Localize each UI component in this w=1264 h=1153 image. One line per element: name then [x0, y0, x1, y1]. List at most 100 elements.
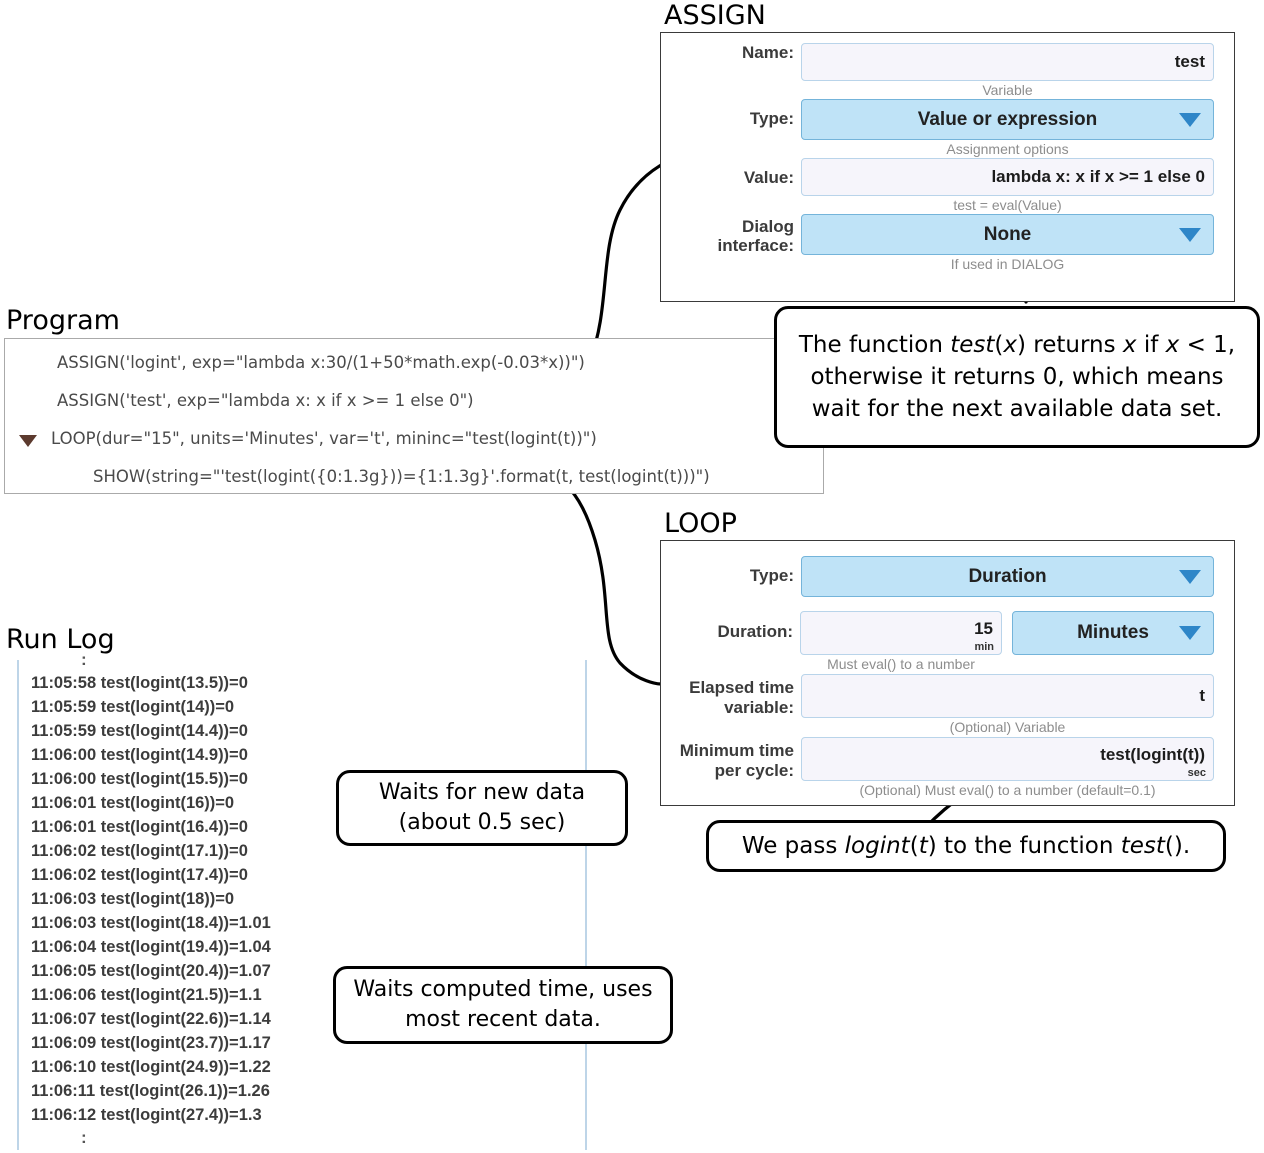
log-line: 11:06:01 test(logint(16))=0: [31, 794, 235, 812]
callout-waits-computed: Waits computed time, uses most recent da…: [333, 966, 673, 1044]
log-line: 11:06:09 test(logint(23.7))=1.17: [31, 1034, 271, 1052]
assign-panel: Name: test Variable Type: Value or expre…: [660, 32, 1235, 302]
runlog-lines: 11:05:58 test(logint(13.5))=0 11:05:59 t…: [31, 671, 271, 1127]
log-line: 11:06:03 test(logint(18))=0: [31, 890, 235, 908]
runlog-section-title: Run Log: [6, 624, 115, 655]
assign-row-dialog: Dialog interface: None If used in DIALOG: [661, 214, 1214, 273]
program-line-text: ASSIGN('test', exp="lambda x: x if x >= …: [57, 391, 474, 410]
program-line-4[interactable]: SHOW(string="'test(logint({0:1.3g}))={1:…: [93, 467, 710, 486]
loop-mininc-value: test(logint(t)): [1100, 744, 1205, 764]
loop-duration-value: 15: [974, 618, 993, 638]
assign-row-value: Value: lambda x: x if x >= 1 else 0 test…: [661, 158, 1214, 214]
loop-mininc-hint: (Optional) Must eval() to a number (defa…: [859, 782, 1156, 798]
loop-mininc-unit: sec: [1187, 767, 1206, 779]
log-line: 11:06:02 test(logint(17.1))=0: [31, 842, 248, 860]
loop-type-label: Type:: [749, 566, 794, 585]
callout-test-function-line2: otherwise it returns 0, which means: [810, 364, 1224, 390]
loop-duration-unit: min: [974, 641, 994, 653]
loop-type-value: Duration: [968, 565, 1047, 587]
assign-row-type: Type: Value or expression Assignment opt…: [661, 99, 1214, 158]
loop-duration-units-select[interactable]: Minutes: [1012, 611, 1214, 655]
program-line-text: ASSIGN('logint', exp="lambda x:30/(1+50*…: [57, 353, 585, 372]
loop-row-elapsed: Elapsed time variable: t (Optional) Vari…: [661, 674, 1214, 736]
program-line-2[interactable]: ASSIGN('test', exp="lambda x: x if x >= …: [57, 391, 474, 410]
callout-test-function: The function test(x) returns x if x < 1,…: [774, 306, 1260, 448]
program-line-3[interactable]: LOOP(dur="15", units='Minutes', var='t',…: [51, 429, 597, 448]
program-panel: ASSIGN('logint', exp="lambda x:30/(1+50*…: [4, 338, 824, 494]
loop-row-type: Type: Duration: [661, 556, 1214, 598]
assign-dialog-label: Dialog interface:: [717, 217, 794, 255]
assign-name-input[interactable]: test: [801, 43, 1214, 81]
chevron-down-icon[interactable]: [1179, 227, 1201, 242]
assign-section-title: ASSIGN: [664, 0, 766, 31]
callout-waits-new-data-line2: (about 0.5 sec): [398, 810, 566, 835]
log-line: 11:05:59 test(logint(14.4))=0: [31, 722, 248, 740]
loop-elapsed-value: t: [1199, 686, 1205, 705]
runlog-top-ellipsis: :: [81, 650, 87, 669]
loop-elapsed-label-text: Elapsed time variable:: [689, 678, 794, 717]
assign-value-label: Value:: [743, 168, 794, 187]
assign-type-select[interactable]: Value or expression: [801, 99, 1214, 140]
assign-value-hint: test = eval(Value): [953, 197, 1062, 213]
loop-duration-units-value: Minutes: [1077, 622, 1149, 643]
chevron-down-icon[interactable]: [1179, 626, 1201, 640]
assign-type-label: Type:: [749, 109, 794, 128]
callout-test-function-line1: The function test(x) returns x if x < 1,: [798, 332, 1236, 358]
loop-mininc-label-text: Minimum time per cycle:: [679, 741, 794, 780]
callout-waits-computed-line1: Waits computed time, uses: [353, 977, 653, 1002]
log-line: 11:06:00 test(logint(15.5))=0: [31, 770, 248, 788]
log-line: 11:06:07 test(logint(22.6))=1.14: [31, 1010, 271, 1028]
log-line: 11:06:05 test(logint(20.4))=1.07: [31, 962, 271, 980]
callout-waits-computed-line2: most recent data.: [405, 1007, 601, 1032]
loop-duration-input[interactable]: 15 min: [800, 611, 1002, 655]
chevron-down-icon[interactable]: [1179, 112, 1201, 127]
collapse-triangle-icon[interactable]: [19, 435, 37, 447]
program-line-1[interactable]: ASSIGN('logint', exp="lambda x:30/(1+50*…: [57, 353, 585, 372]
assign-name-label: Name:: [742, 43, 794, 62]
log-line: 11:06:11 test(logint(26.1))=1.26: [31, 1082, 270, 1100]
loop-type-select[interactable]: Duration: [801, 556, 1214, 597]
assign-dialog-hint: If used in DIALOG: [950, 256, 1065, 272]
program-line-text: LOOP(dur="15", units='Minutes', var='t',…: [51, 429, 597, 448]
log-line: 11:06:12 test(logint(27.4))=1.3: [31, 1106, 262, 1124]
callout-test-function-line3: wait for the next available data set.: [811, 396, 1223, 422]
callout-waits-new-data-line1: Waits for new data: [378, 780, 586, 805]
program-section-title: Program: [6, 305, 120, 336]
loop-row-duration: Duration: 15 min Minutes Must eval() to …: [661, 611, 1214, 673]
program-line-text: SHOW(string="'test(logint({0:1.3g}))={1:…: [93, 467, 710, 486]
log-line: 11:06:04 test(logint(19.4))=1.04: [31, 938, 271, 956]
assign-type-value: Value or expression: [917, 108, 1098, 130]
loop-mininc-label: Minimum time per cycle:: [661, 737, 801, 781]
assign-name-hint: Variable: [982, 82, 1033, 98]
assign-value-value: lambda x: x if x >= 1 else 0: [991, 167, 1205, 186]
callout-pass-logint-text: We pass logint(t) to the function test()…: [741, 833, 1191, 859]
log-line: 11:05:59 test(logint(14))=0: [31, 698, 235, 716]
assign-row-name: Name: test Variable: [661, 43, 1214, 99]
loop-row-mininc: Minimum time per cycle: test(logint(t)) …: [661, 737, 1214, 799]
chevron-down-icon[interactable]: [1179, 569, 1201, 584]
assign-name-value: test: [1174, 52, 1205, 71]
loop-elapsed-input[interactable]: t: [801, 674, 1214, 718]
assign-type-hint: Assignment options: [946, 141, 1069, 157]
log-line: 11:06:03 test(logint(18.4))=1.01: [31, 914, 271, 932]
log-line: 11:06:00 test(logint(14.9))=0: [31, 746, 248, 764]
callout-pass-logint: We pass logint(t) to the function test()…: [706, 820, 1226, 872]
log-line: 11:06:10 test(logint(24.9))=1.22: [31, 1058, 271, 1076]
runlog-bottom-ellipsis: :: [81, 1128, 87, 1147]
log-line: 11:05:58 test(logint(13.5))=0: [31, 674, 248, 692]
log-line: 11:06:02 test(logint(17.4))=0: [31, 866, 248, 884]
loop-panel: Type: Duration Duration: 15 min Minutes: [660, 540, 1235, 806]
loop-mininc-input[interactable]: test(logint(t)) sec: [801, 737, 1214, 781]
runlog-panel[interactable]: : 11:05:58 test(logint(13.5))=0 11:05:59…: [17, 651, 587, 1150]
loop-section-title: LOOP: [664, 508, 737, 539]
loop-type-hint: [801, 597, 1214, 598]
assign-dialog-select[interactable]: None: [801, 214, 1214, 255]
log-line: 11:06:01 test(logint(16.4))=0: [31, 818, 248, 836]
loop-elapsed-hint: (Optional) Variable: [949, 719, 1066, 735]
loop-elapsed-label: Elapsed time variable:: [661, 674, 801, 718]
assign-value-input[interactable]: lambda x: x if x >= 1 else 0: [801, 158, 1214, 196]
loop-duration-label: Duration:: [717, 622, 793, 641]
assign-dialog-value: None: [983, 223, 1032, 245]
loop-duration-hint: Must eval() to a number: [827, 656, 975, 672]
callout-waits-new-data: Waits for new data (about 0.5 sec): [336, 770, 628, 846]
